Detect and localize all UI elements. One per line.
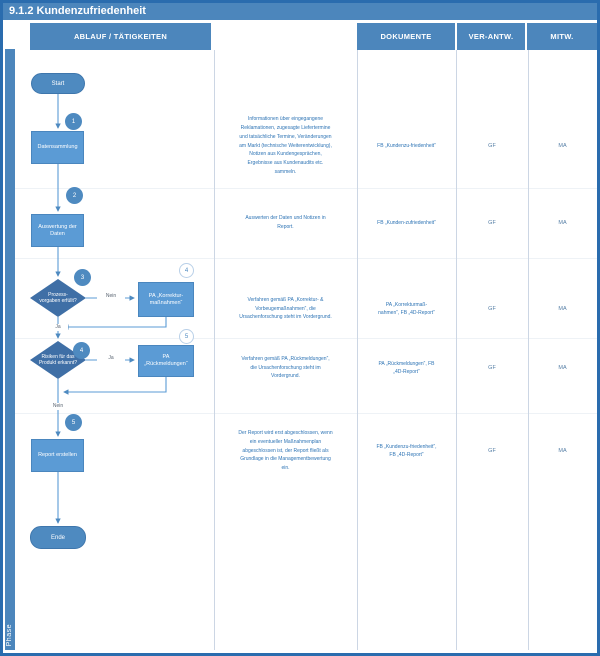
mitw-cell: MA [558,306,567,312]
pa-korrekturmassnahmen-node: PA „Korrektur-maßnahmen“ [138,282,194,317]
step-number-2: 2 [66,187,83,204]
dokumente-cell: FB „Kunden-zufriedenheit“ [377,220,436,226]
column-divider [528,50,529,650]
verantw-cell: GF [488,448,496,454]
description-cell: Verfahren gemäß PA „Korrektur- & Vorbeug… [239,296,332,321]
phase-band: Phase [5,49,15,650]
flow-connectors [55,94,167,524]
header-verantw: VER-ANTW. [457,23,527,50]
header-blank [213,23,357,50]
step-report-erstellen: Report erstellen [31,439,84,472]
branch-label-ja-1: Ja [48,324,68,331]
table-row: Informationen über eingegangene Reklamat… [214,105,597,187]
mitw-cell: MA [558,448,567,454]
description-cell: Verfahren gemäß PA „Rückmeldungen“, die … [241,355,330,380]
table-row: Verfahren gemäß PA „Rückmeldungen“, die … [214,346,597,390]
row-separator [15,188,597,189]
pa-rueckmeldungen-node: PA „Rückmeldungen“ [138,345,194,377]
column-divider [214,50,215,650]
verantw-cell: GF [488,306,496,312]
description-cell: Auswerten der Daten und Notizen in Repor… [245,215,326,230]
header-ablauf: ABLAUF / TÄTIGKEITEN [30,23,213,50]
step-report-erstellen-label: Report erstellen [38,452,77,459]
page-title: 9.1.2 Kundenzufriedenheit [9,5,146,17]
verantw-cell: GF [488,365,496,371]
dokumente-cell: FB „Kundenzu-friedenheit“, FB „4D-Report… [376,444,437,458]
step-number-1: 1 [65,113,82,130]
description-cell: Der Report wird erst abgeschlossen, wenn… [238,430,333,472]
end-node: Ende [30,526,86,549]
ref-circle-4: 4 [179,263,194,278]
verantw-cell: GF [488,143,496,149]
verantw-cell: GF [488,220,496,226]
start-node: Start [31,73,85,94]
pa-korrekturmassnahmen-label: PA „Korrektur-maßnahmen“ [148,292,184,306]
table-row: Der Report wird erst abgeschlossen, wenn… [214,428,597,474]
title-bar: 9.1.2 Kundenzufriedenheit [3,3,597,20]
step-auswertung-label: Auswertung der Daten [38,223,77,237]
column-divider [357,50,358,650]
ref-circle-5: 5 [179,329,194,344]
mitw-cell: MA [558,220,567,226]
step-number-5: 5 [65,414,82,431]
step-datensammlung: Datensammlung [31,131,84,164]
row-separator [15,413,597,414]
decision-risiken-label: Risiken für das Produkt erkannt? [38,354,78,366]
step-datensammlung-label: Datensammlung [37,144,78,151]
branch-label-nein-2: Nein [44,403,72,410]
phase-label: Phase [6,623,13,646]
table-row: Auswerten der Daten und Notizen in Repor… [214,208,597,238]
header-dokumente: DOKUMENTE [357,23,457,50]
table-header: ABLAUF / TÄTIGKEITEN DOKUMENTE VER-ANTW.… [30,23,597,50]
dokumente-cell: PA „Korrekturmaß-nahmen“, FB „4D-Report“ [378,302,435,316]
step-number-3: 3 [74,269,91,286]
description-cell: Informationen über eingegangene Reklamat… [239,116,332,175]
row-separator [15,258,597,259]
column-divider [456,50,457,650]
dokumente-cell: FB „Kundenzu-friedenheit“ [377,143,436,149]
branch-label-ja-2: Ja [97,355,125,362]
pa-rueckmeldungen-label: PA „Rückmeldungen“ [144,354,188,367]
decision-prozessvorgaben-label: Prozess-vorgaben erfüllt? [39,292,77,304]
step-auswertung: Auswertung der Daten [31,214,84,247]
row-separator [15,338,597,339]
mitw-cell: MA [558,365,567,371]
header-mitw: MITW. [527,23,597,50]
decision-prozessvorgaben: Prozess-vorgaben erfüllt? [30,279,86,317]
mitw-cell: MA [558,143,567,149]
table-row: Verfahren gemäß PA „Korrektur- & Vorbeug… [214,283,597,335]
branch-label-nein-1: Nein [97,293,125,300]
dokumente-cell: PA „Rückmeldungen“, FB „4D-Report“ [378,361,435,375]
table-body: Start 1 Datensammlung 2 Auswertung der D… [15,50,597,650]
step-number-4: 4 [73,342,90,359]
